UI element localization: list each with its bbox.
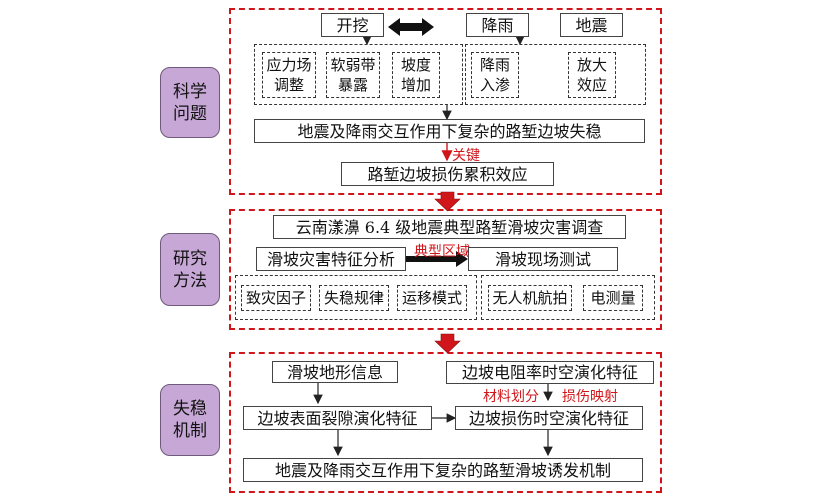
factor-group-right [465,44,646,105]
damage-mapping-label: 损伤映射 [562,389,618,405]
survey-box: 云南漾濞 6.4 级地震典型路堑滑坡灾害调查 [273,215,626,239]
slope-instability-box: 地震及降雨交互作用下复杂的路堑边坡失稳 [254,119,645,143]
key-label: 关键 [452,148,480,164]
factor-amplification: 放大 效应 [568,52,616,98]
factor-slope-increase: 坡度 增加 [392,52,440,98]
excavation-box: 开挖 [321,13,384,37]
method-group-left [235,275,477,320]
section-label-method: 研究 方法 [160,233,220,306]
electrical-measure-box: 电测量 [583,285,643,311]
earthquake-box: 地震 [560,13,623,37]
transport-mode-box: 运移模式 [397,285,467,311]
method-group-right [481,275,655,320]
rainfall-box: 降雨 [466,13,529,37]
factor-stress-field: 应力场 调整 [262,52,316,98]
section-label-mechanism: 失稳 机制 [160,384,220,456]
typical-area-label: 典型区域 [414,244,470,260]
section-arrow-icon [434,333,461,354]
field-test-box: 滑坡现场测试 [468,247,618,271]
drone-survey-box: 无人机航拍 [488,285,572,311]
hazard-factor-box: 致灾因子 [241,285,311,311]
section-label-problem: 科学 问题 [160,67,220,138]
factor-weak-zone: 软弱带 暴露 [326,52,380,98]
damage-evolution-box: 边坡损伤时空演化特征 [455,406,643,430]
damage-accumulation-box: 路堑边坡损伤累积效应 [341,162,554,186]
terrain-info-box: 滑坡地形信息 [272,361,398,383]
analysis-box: 滑坡灾害特征分析 [256,247,406,271]
factor-rain-infiltration: 降雨 入渗 [471,52,519,98]
surface-crack-box: 边坡表面裂隙演化特征 [243,406,432,430]
material-division-label: 材料划分 [483,389,539,405]
failure-mechanism-box: 地震及降雨交互作用下复杂的路堑滑坡诱发机制 [243,458,643,482]
factor-group-left [254,44,463,105]
instability-law-box: 失稳规律 [319,285,389,311]
resistivity-evolution-box: 边坡电阻率时空演化特征 [446,361,654,384]
